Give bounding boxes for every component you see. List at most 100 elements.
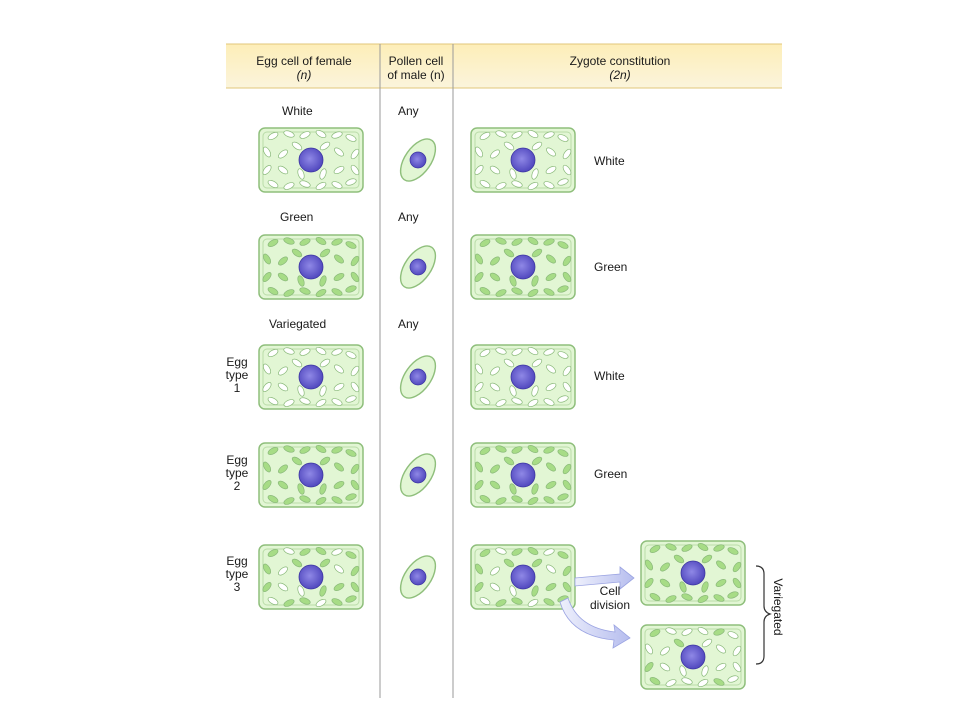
zygote-cell-row4-plastid (479, 446, 491, 456)
zygote-cell-row5-plastid (543, 548, 555, 556)
zygote-cell-row4-plastid (557, 449, 569, 457)
pollen-cell-row4-nucleus (409, 466, 427, 484)
egg-cell-row3-plastid (267, 396, 279, 406)
egg-cell-row5-plastid (331, 548, 343, 556)
egg-cell-row2-membrane (262, 238, 360, 296)
zygote-cell-row3-plastid (495, 347, 507, 355)
egg-cell-row2-plastid (333, 272, 345, 282)
zygote-cell-row3-plastid (557, 395, 569, 403)
pollen-cell-row3-nucleus (409, 368, 427, 386)
egg-cell-row5-plastid (315, 546, 327, 556)
egg-cell-row4-plastid (315, 496, 327, 506)
egg-cell-row2-plastid (283, 237, 295, 245)
header-band (226, 44, 782, 88)
zygote-cell-row4-plastid (557, 493, 569, 501)
egg-cell-row3 (258, 344, 364, 410)
zygote-cell-row4-plastid (562, 463, 572, 475)
egg-cell-row3-plastid (333, 382, 345, 392)
zygote-cell-row2-plastid (490, 256, 500, 266)
zygote-cell-row4-plastid (495, 445, 507, 453)
egg-cell-row5-plastid (345, 551, 357, 559)
egg-cell-row3-membrane (262, 348, 360, 406)
egg-cell-row5-plastid (319, 585, 327, 597)
egg-cell-row5-plastid (331, 598, 343, 606)
daughter-cell-2-plastid (727, 631, 739, 639)
daughter-cell-1-membrane (644, 544, 742, 602)
daughter-cell-2-plastid (679, 665, 687, 677)
zygote-cell-row1-plastid (546, 147, 556, 157)
egg-cell-row3-plastid (299, 348, 311, 356)
egg-cell-row4-plastid (319, 483, 327, 495)
zygote-cell-row2-plastid (511, 287, 523, 295)
zygote-cell-row2-plastid (531, 248, 543, 258)
variegated-bracket (755, 565, 772, 665)
pollen-label-row1: Any (398, 104, 419, 118)
egg-cell-row2-plastid (277, 272, 289, 282)
zygote-cell-row4-nucleus (510, 462, 536, 488)
daughter-cell-1-plastid (665, 543, 677, 551)
egg-cell-row2-plastid (315, 288, 327, 298)
zygote-cell-row3-plastid (474, 363, 484, 375)
daughter-cell-1-plastid (716, 560, 726, 570)
egg-cell-row2-plastid (350, 271, 360, 283)
pollen-cell-row1 (399, 138, 437, 182)
egg-cell-row2-plastid (331, 238, 343, 246)
egg-cell-row5-plastid (319, 558, 331, 568)
egg-cell-row1-plastid (315, 129, 327, 139)
daughter-cell-1-plastid (644, 578, 654, 588)
zygote-cell-row4-plastid (531, 483, 539, 495)
zygote-cell-row2-plastid (557, 241, 569, 249)
egg-cell-row2-plastid (278, 256, 288, 266)
zygote-cell-row1-plastid (479, 179, 491, 189)
zygote-cell-row3-plastid (562, 381, 572, 393)
daughter-cell-2-membrane (644, 628, 742, 686)
division-arrow-lower (559, 597, 631, 649)
zygote-cell-row4-plastid (503, 456, 515, 466)
egg-cell-row4-nucleus (298, 462, 324, 488)
zygote-cell-row3-plastid (531, 385, 539, 397)
zygote-cell-row3-plastid (557, 351, 569, 359)
egg-cell-row3-plastid (262, 382, 272, 392)
zygote-cell-row1-plastid (511, 131, 523, 139)
zygote-cell-row5-plastid (543, 598, 555, 606)
zygote-cell-row5-plastid (545, 582, 557, 592)
zygote-cell-row4-plastid (509, 483, 517, 495)
division-arrow-upper (574, 566, 635, 590)
egg-cell-row2-plastid (262, 272, 272, 282)
egg-cell-row5-plastid (291, 558, 303, 568)
zygote-cell-row2-plastid (509, 275, 517, 287)
zygote-cell-row2-plastid (545, 272, 557, 282)
zygote-cell-row3-plastid (543, 348, 555, 356)
egg-cell-row4-plastid (267, 494, 279, 504)
zygote-cell-row4-plastid (527, 444, 539, 454)
daughter-cell-2-plastid (697, 678, 709, 688)
zygote-cell-row1-plastid (495, 130, 507, 138)
header-pollen-line1: Pollen cell (388, 54, 444, 68)
egg-cell-row5-plastid (299, 597, 311, 605)
daughter-cell-1-plastid (673, 554, 685, 564)
egg-cell-row3-plastid (331, 348, 343, 356)
zygote-cell-row4-plastid (546, 462, 556, 472)
daughter-cell-2-plastid (659, 662, 671, 672)
zygote-cell-row3-plastid (479, 396, 491, 406)
zygote-cell-row2-plastid (562, 271, 572, 283)
zygote-cell-row3-plastid (479, 348, 491, 358)
egg-cell-row3-plastid (283, 347, 295, 355)
zygote-cell-row3-plastid (531, 358, 543, 368)
egg-cell-row2-plastid (331, 288, 343, 296)
egg-cell-row1-plastid (299, 180, 311, 188)
zygote-cell-row1-plastid (527, 129, 539, 139)
egg-cell-row1-plastid (283, 182, 295, 190)
zygote-cell-row3 (470, 344, 576, 410)
egg-cell-row1-plastid (350, 148, 360, 160)
zygote-cell-row1-plastid (543, 131, 555, 139)
zygote-cell-row1-plastid (489, 165, 501, 175)
pollen-cell-row5 (399, 555, 437, 599)
zygote-cell-row2-plastid (531, 275, 539, 287)
egg-cell-row1-plastid (278, 149, 288, 159)
zygote-cell-row5-plastid (474, 563, 484, 575)
egg-cell-row4-plastid (262, 461, 272, 473)
daughter-cell-2-plastid (715, 662, 727, 672)
zygote-cell-row5-plastid (490, 566, 500, 576)
daughter-cell-1-plastid (679, 581, 687, 593)
